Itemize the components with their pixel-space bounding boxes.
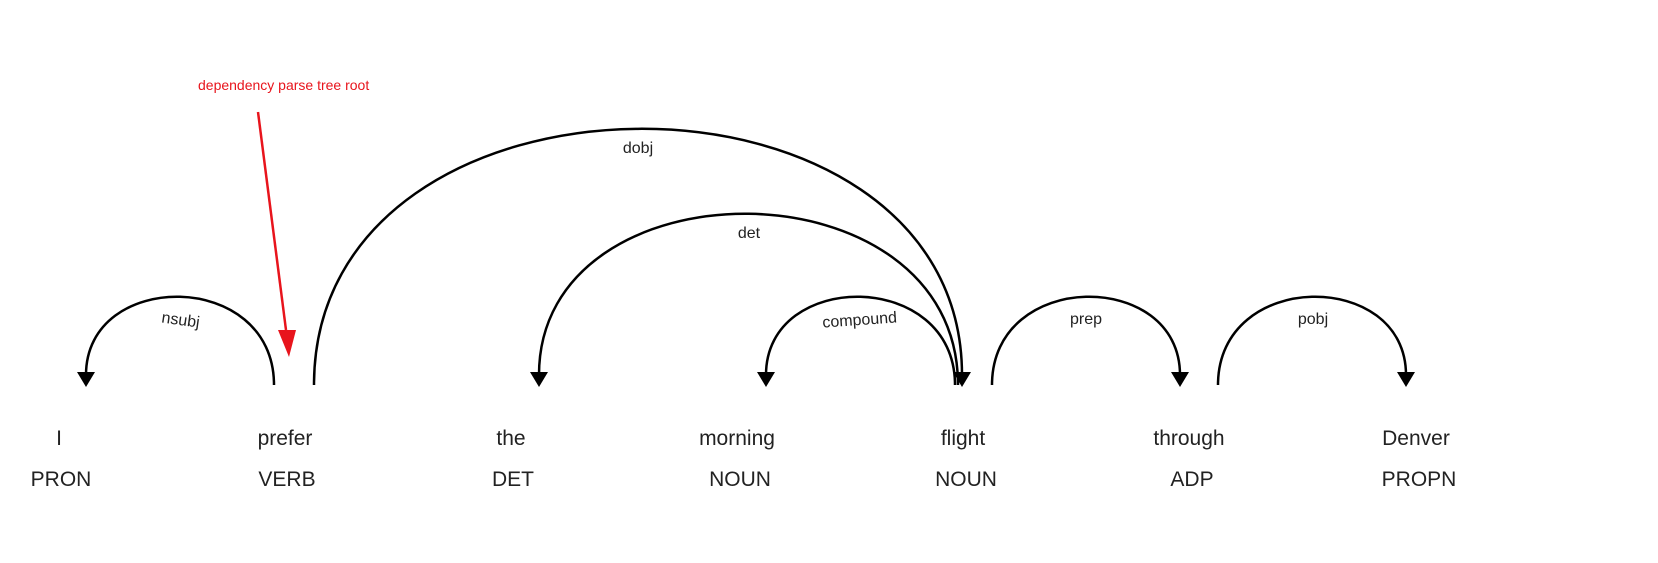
arc-compound <box>764 295 957 386</box>
arc-label: dobj <box>623 140 653 157</box>
arc-label: nsubj <box>161 309 201 331</box>
token-word: I <box>56 427 62 450</box>
arc-arrowhead <box>77 372 95 387</box>
arc-arrowhead <box>530 372 548 387</box>
token-tag: NOUN <box>709 468 771 491</box>
arc-nsubj <box>84 295 276 386</box>
token-word: prefer <box>258 427 313 450</box>
arc-dobj <box>312 127 964 386</box>
token-word: the <box>496 427 525 450</box>
arc-arrowhead <box>1397 372 1415 387</box>
arc-arrowhead <box>757 372 775 387</box>
token-word: flight <box>941 427 986 450</box>
arc-arrowhead <box>1171 372 1189 387</box>
arc-det <box>537 212 960 386</box>
token-word: Denver <box>1382 427 1450 450</box>
arc-label: det <box>738 225 761 242</box>
token-tag: ADP <box>1170 468 1213 491</box>
arcs-layer: nsubj dobj det compound prep pobj <box>77 127 1415 387</box>
arc-pobj <box>1216 295 1408 386</box>
token-word: through <box>1153 427 1224 450</box>
token-tag: NOUN <box>935 468 997 491</box>
root-annotation-arrowhead <box>278 330 296 357</box>
root-annotation-label: dependency parse tree root <box>198 77 369 93</box>
token-tag: DET <box>492 468 534 491</box>
arc-label: prep <box>1070 311 1102 328</box>
token-tag: PROPN <box>1382 468 1457 491</box>
token-word: morning <box>699 427 775 450</box>
root-annotation-arrow <box>256 111 288 331</box>
arc-label: pobj <box>1298 311 1328 328</box>
token-tag: PRON <box>31 468 92 491</box>
arc-label: compound <box>822 309 898 331</box>
arc-prep <box>990 295 1182 386</box>
token-tag: VERB <box>258 468 315 491</box>
